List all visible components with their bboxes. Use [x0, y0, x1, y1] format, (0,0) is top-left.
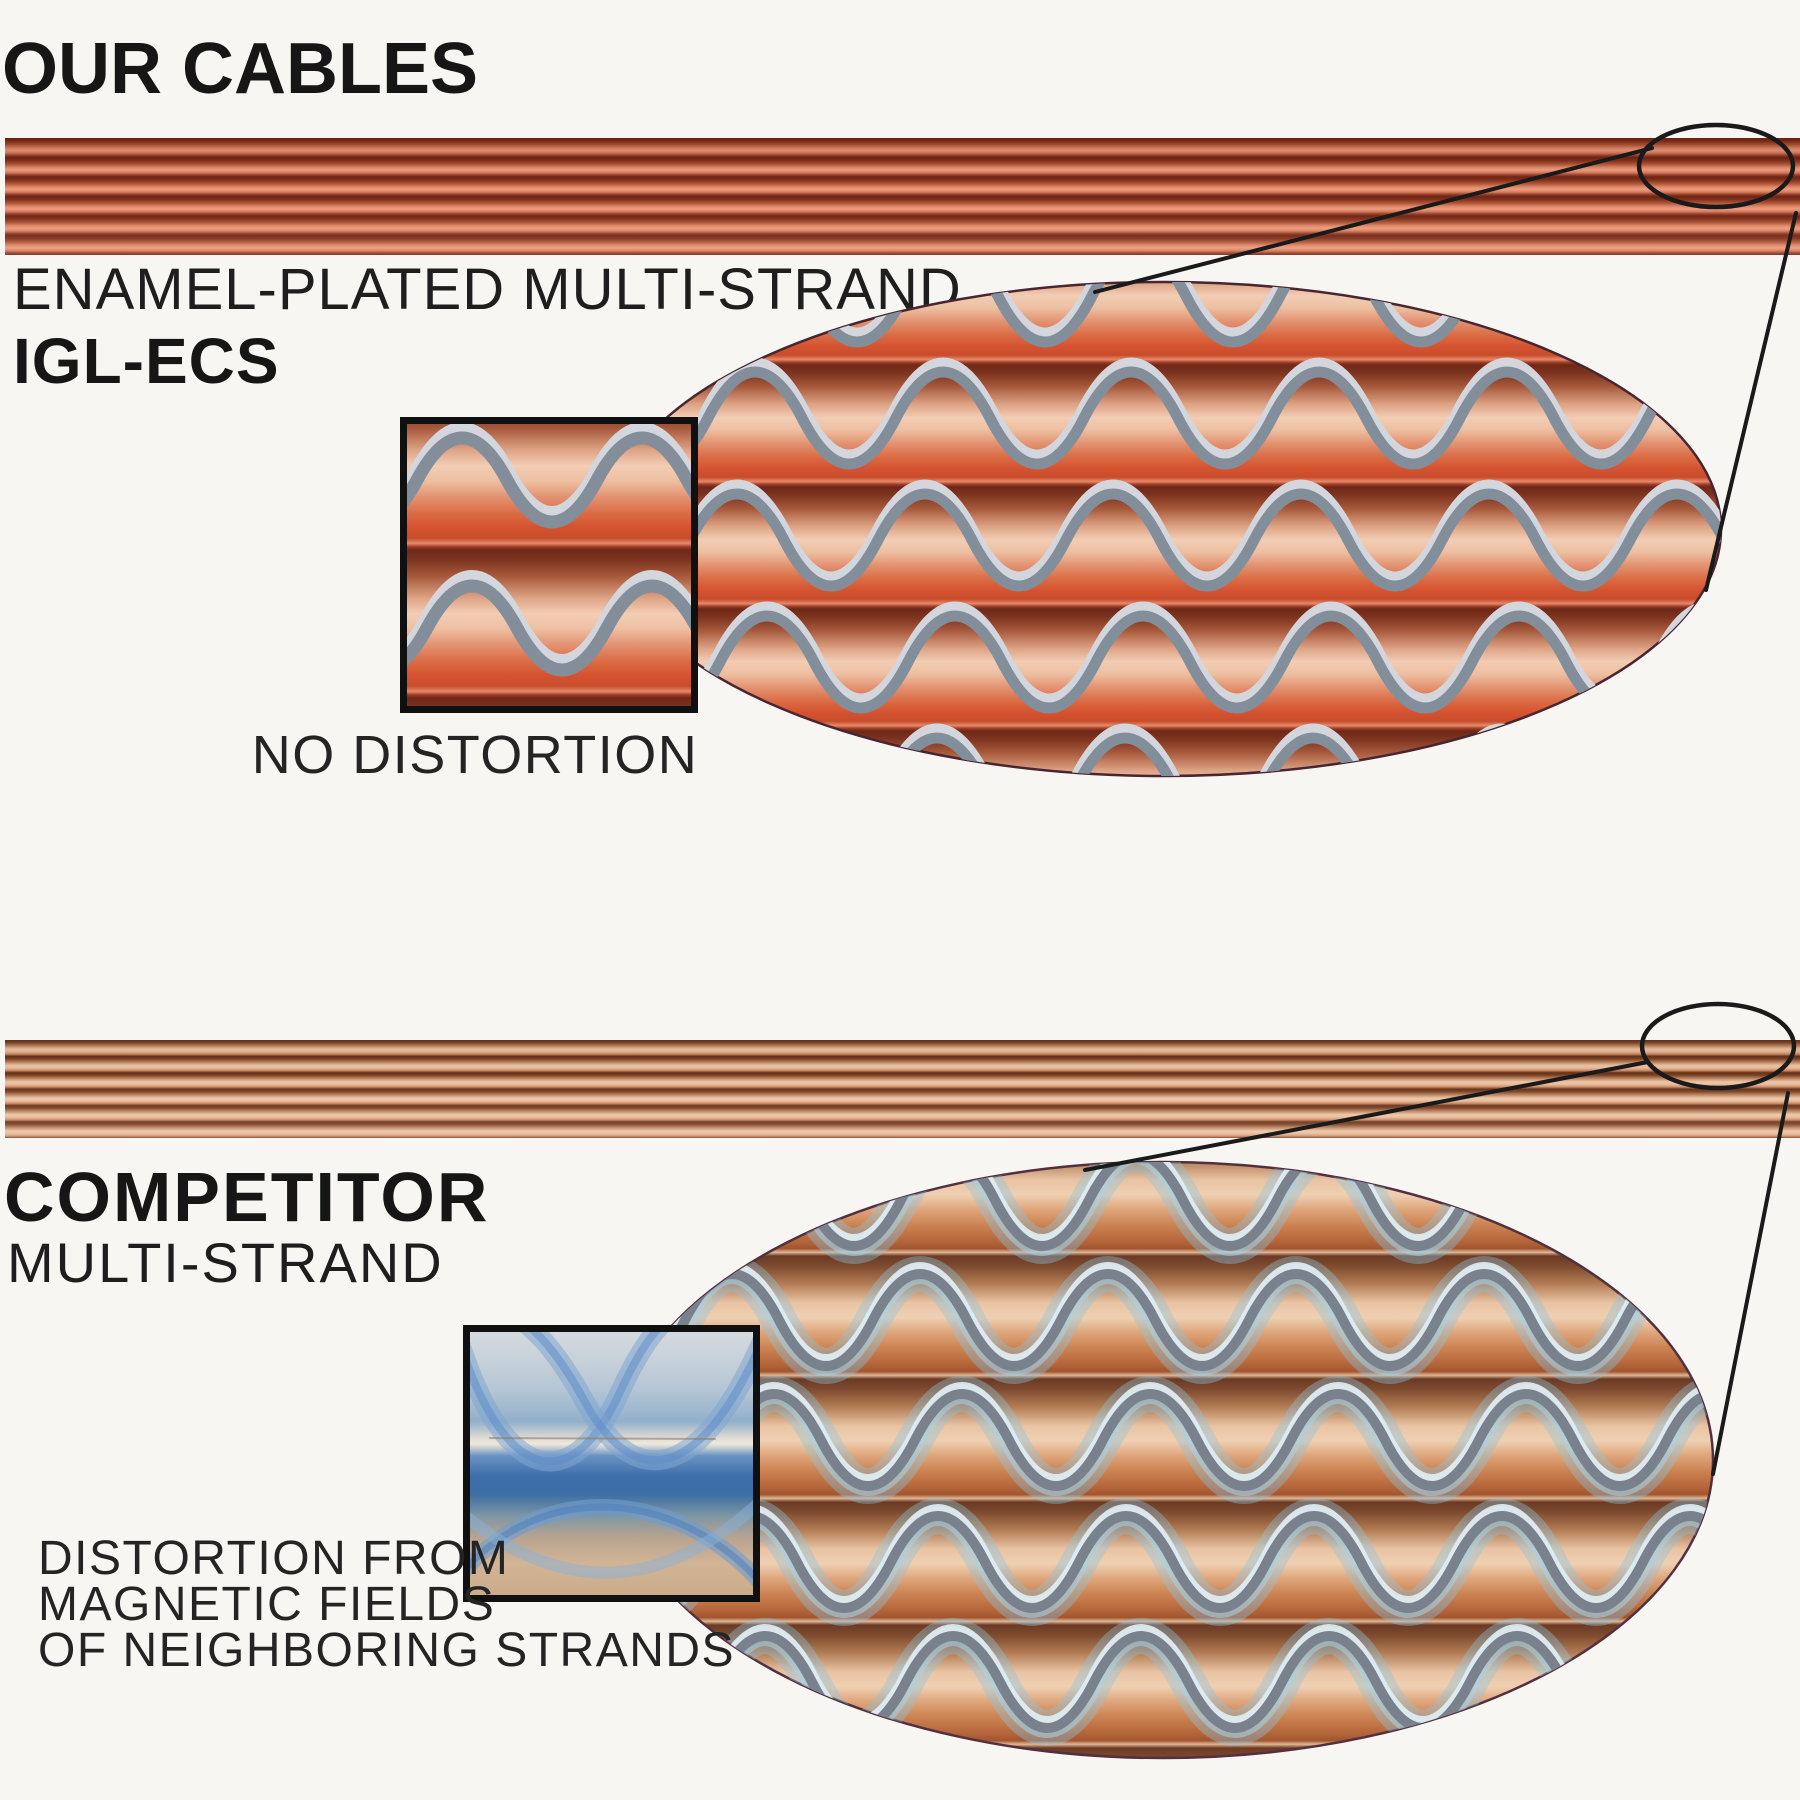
inset-square-our [400, 417, 698, 713]
competitor-cable-image [5, 1040, 1800, 1138]
caption-line-2: MAGNETIC FIELDS [38, 1578, 496, 1631]
inset-caption-our: NO DISTORTION [251, 725, 699, 785]
our-cables-title: OUR CABLES [2, 29, 479, 109]
our-cable-image [5, 138, 1800, 255]
competitor-title: COMPETITOR [4, 1158, 490, 1236]
inset-competitor-detail [470, 1332, 753, 1595]
caption-line-1: DISTORTION FROM [38, 1532, 510, 1585]
inset-our-detail [407, 424, 691, 706]
zoom-ellipse-our [605, 280, 1723, 778]
our-cable-type-label: ENAMEL-PLATED MULTI-STRAND [13, 257, 962, 322]
zoom-ellipse-competitor [611, 1160, 1715, 1760]
distortion-waves [470, 1332, 753, 1587]
caption-line-3: OF NEIGHBORING STRANDS [38, 1624, 736, 1677]
our-cable-model-label: IGL-ECS [13, 325, 280, 397]
inset-caption-competitor: DISTORTION FROM MAGNETIC FIELDS OF NEIGH… [38, 1532, 736, 1677]
inset-square-competitor [463, 1325, 760, 1602]
competitor-type-label: MULTI-STRAND [7, 1231, 444, 1294]
